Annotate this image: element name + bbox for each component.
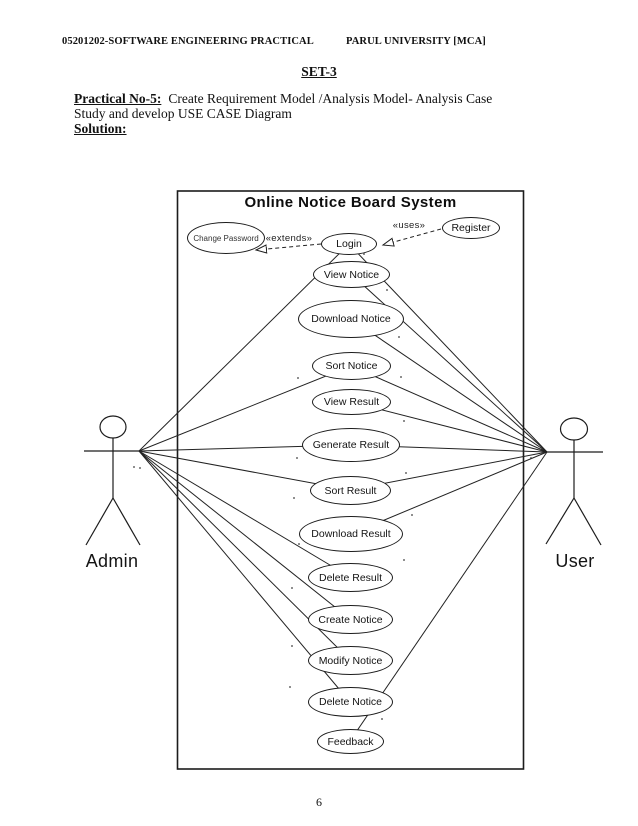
user-head bbox=[559, 417, 589, 441]
use-case-label: Create Notice bbox=[318, 613, 383, 626]
use-case-label: Feedback bbox=[327, 735, 374, 748]
use-case-label: Sort Notice bbox=[325, 360, 378, 372]
use-case-modify-notice: Modify Notice bbox=[308, 646, 393, 675]
use-case-label: View Notice bbox=[323, 268, 380, 281]
use-case-label: Modify Notice bbox=[318, 654, 383, 667]
use-case-label: View Result bbox=[323, 396, 380, 408]
use-case-label: Sort Result bbox=[324, 484, 377, 497]
use-case-login: Login bbox=[321, 233, 377, 255]
use-case-label: Download Notice bbox=[311, 313, 391, 325]
use-case-label: Login bbox=[336, 238, 362, 250]
use-case-label: Change Password bbox=[193, 233, 259, 243]
use-case-label: Delete Notice bbox=[318, 696, 383, 708]
use-case-download-notice: Download Notice bbox=[298, 300, 404, 338]
use-case-label: Generate Result bbox=[312, 439, 390, 451]
header-university: PARUL UNIVERSITY [MCA] bbox=[346, 36, 486, 47]
use-case-download-result: Download Result bbox=[299, 516, 403, 552]
use-case-delete-result: Delete Result bbox=[308, 563, 393, 592]
use-case-sort-result: Sort Result bbox=[310, 476, 391, 505]
page-number: 6 bbox=[316, 795, 322, 809]
uses-stereotype-label: «uses» bbox=[392, 220, 426, 231]
use-case-label: Download Result bbox=[311, 528, 391, 540]
solution-label: Solution: bbox=[74, 121, 127, 136]
use-case-view-result: View Result bbox=[312, 389, 391, 415]
use-case-view-notice: View Notice bbox=[313, 261, 390, 288]
header-course-title: 05201202-SOFTWARE ENGINEERING PRACTICAL bbox=[62, 36, 314, 47]
set-title: SET-3 bbox=[301, 64, 337, 79]
use-case-label: Delete Result bbox=[318, 571, 383, 584]
system-boundary bbox=[176, 190, 525, 770]
practical-text-line1: Create Requirement Model /Analysis Model… bbox=[168, 91, 493, 106]
use-case-generate-result: Generate Result bbox=[302, 428, 400, 462]
practical-text-line2: Study and develop USE CASE Diagram bbox=[74, 106, 292, 121]
admin-head bbox=[99, 415, 127, 439]
use-case-sort-notice: Sort Notice bbox=[312, 352, 391, 380]
user-actor-label: User bbox=[555, 551, 595, 571]
scan-noise-specks bbox=[133, 253, 532, 720]
extends-stereotype-label: «extends» bbox=[265, 233, 313, 244]
use-case-register: Register bbox=[442, 217, 500, 239]
user-actor-figure bbox=[545, 417, 603, 546]
admin-actor-label: Admin bbox=[85, 551, 139, 571]
use-case-change-password: Change Password bbox=[187, 222, 265, 254]
use-case-create-notice: Create Notice bbox=[308, 605, 393, 634]
use-case-delete-notice: Delete Notice bbox=[308, 687, 393, 717]
use-case-label: Register bbox=[451, 222, 491, 234]
practical-paragraph: Practical No-5: Create Requirement Model … bbox=[74, 91, 564, 136]
diagram-title: Online Notice Board System bbox=[244, 194, 457, 211]
use-case-feedback: Feedback bbox=[317, 729, 384, 754]
admin-actor-figure bbox=[84, 415, 141, 546]
practical-label: Practical No-5: bbox=[74, 91, 162, 106]
